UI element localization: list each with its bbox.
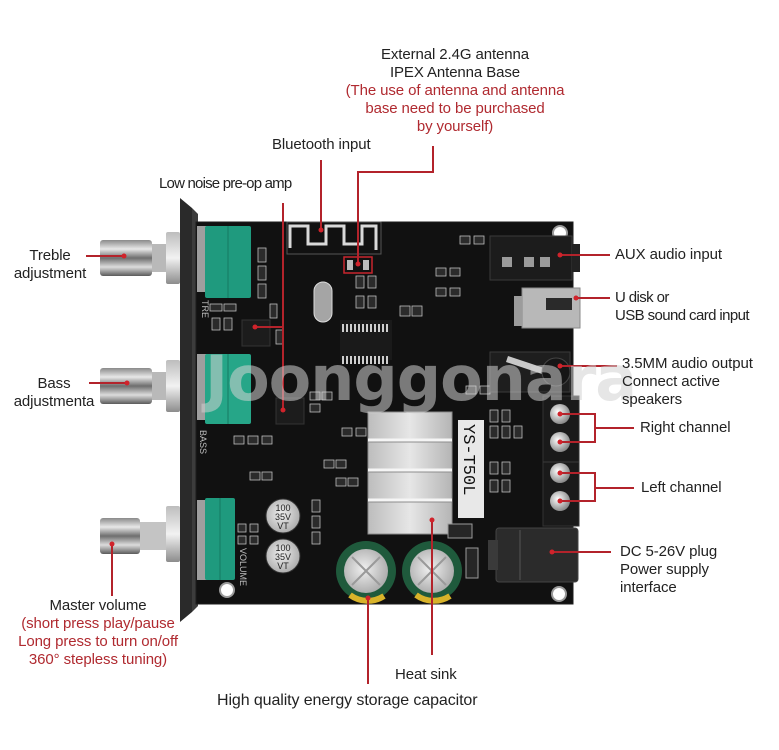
- callout-aux: AUX audio input: [615, 246, 722, 264]
- left-channel-label: Left channel: [641, 479, 722, 496]
- callout-antenna: External 2.4G antenna IPEX Antenna Base …: [320, 46, 590, 136]
- antenna-note-line: by yourself): [416, 118, 494, 135]
- model-marking: YS-T50L: [458, 424, 477, 495]
- antenna-title-line: IPEX Antenna Base: [389, 64, 521, 81]
- bass-label-line: Bass: [37, 375, 71, 392]
- antenna-note-line: (The use of antenna and antenna: [345, 82, 565, 99]
- volume-potentiometer: [197, 498, 235, 580]
- callout-usb: U disk or USB sound card input: [615, 289, 750, 325]
- bluetooth-label: Bluetooth input: [272, 136, 371, 153]
- bass-potentiometer: [197, 354, 251, 424]
- energy-storage-capacitor: [336, 541, 396, 604]
- aux-jack: [489, 235, 580, 281]
- master-volume-note-line: (short press play/pause: [21, 615, 175, 632]
- treble-label-line: adjustment: [13, 265, 87, 282]
- silkscreen-bass: BASS: [198, 430, 208, 454]
- audio-out-label-line: Connect active: [622, 373, 720, 390]
- callout-bluetooth: Bluetooth input: [272, 136, 371, 154]
- dc-power-jack: [488, 527, 579, 583]
- small-capacitor: 100 35V VT: [265, 498, 301, 534]
- audio-out-label-line: speakers: [622, 391, 683, 408]
- bluetooth-antenna-trace: [288, 224, 378, 250]
- master-volume-note-line: Long press to turn on/off: [18, 633, 178, 650]
- small-capacitor: 100 35V VT: [265, 538, 301, 574]
- treble-label-line: Treble: [29, 247, 71, 264]
- svg-text:35V: 35V: [275, 552, 291, 562]
- callout-capacitor: High quality energy storage capacitor: [217, 692, 478, 710]
- callout-dc-power: DC 5-26V plug Power supply interface: [620, 543, 717, 597]
- heat-sink-label: Heat sink: [395, 666, 457, 683]
- usb-label-line: U disk or: [615, 289, 669, 306]
- callout-bass: Bass adjustmenta: [6, 375, 102, 411]
- callout-audio-out: 3.5MM audio output Connect active speake…: [622, 355, 753, 409]
- front-panel-bracket: [180, 198, 198, 622]
- leader-lines: [86, 146, 634, 684]
- usb-label-line: USB sound card input: [615, 307, 750, 324]
- mounting-hole: [551, 586, 567, 602]
- treble-potentiometer: [197, 226, 251, 298]
- capacitor-label: High quality energy storage capacitor: [217, 692, 478, 709]
- mounting-hole: [219, 582, 235, 598]
- svg-text:100: 100: [275, 503, 290, 513]
- dc-power-label-line: interface: [620, 579, 677, 596]
- dc-power-label-line: Power supply: [620, 561, 709, 578]
- callout-master-volume: Master volume (short press play/pause Lo…: [0, 597, 196, 669]
- callout-treble: Treble adjustment: [2, 247, 98, 283]
- bass-label-line: adjustmenta: [13, 393, 95, 410]
- heat-sink: [367, 411, 453, 535]
- svg-text:100: 100: [275, 543, 290, 553]
- master-volume-title: Master volume: [49, 597, 147, 614]
- antenna-note-line: base need to be purchased: [365, 100, 545, 117]
- svg-text:35V: 35V: [275, 512, 291, 522]
- usb-port: [514, 287, 581, 329]
- callout-left-channel: Left channel: [641, 479, 722, 497]
- leader-antenna: [357, 146, 434, 264]
- treble-knob: [100, 232, 180, 284]
- preamp-label: Low noise pre-op amp: [159, 175, 292, 192]
- svg-text:VT: VT: [277, 561, 289, 571]
- audio-out-label-line: 3.5MM audio output: [622, 355, 753, 372]
- preamp-chip: [275, 397, 305, 425]
- callout-heat-sink: Heat sink: [395, 666, 457, 684]
- crystal-oscillator: [313, 281, 333, 323]
- speaker-terminal-block: [542, 395, 580, 527]
- callout-right-channel: Right channel: [640, 419, 731, 437]
- callout-preamp: Low noise pre-op amp: [159, 175, 292, 193]
- aux-label: AUX audio input: [615, 246, 722, 263]
- master-volume-note-line: 360° stepless tuning): [28, 651, 168, 668]
- right-channel-label: Right channel: [640, 419, 731, 436]
- preamp-chip: [241, 319, 271, 347]
- svg-text:VT: VT: [277, 521, 289, 531]
- antenna-title-line: External 2.4G antenna: [380, 46, 529, 63]
- silkscreen-volume: VOLUME: [238, 548, 248, 586]
- bass-knob: [100, 360, 180, 412]
- master-volume-knob: [100, 506, 180, 562]
- silkscreen-treble: TRE: [200, 300, 210, 318]
- watermark: Joonggonara: [205, 342, 637, 415]
- dc-power-label-line: DC 5-26V plug: [620, 543, 718, 560]
